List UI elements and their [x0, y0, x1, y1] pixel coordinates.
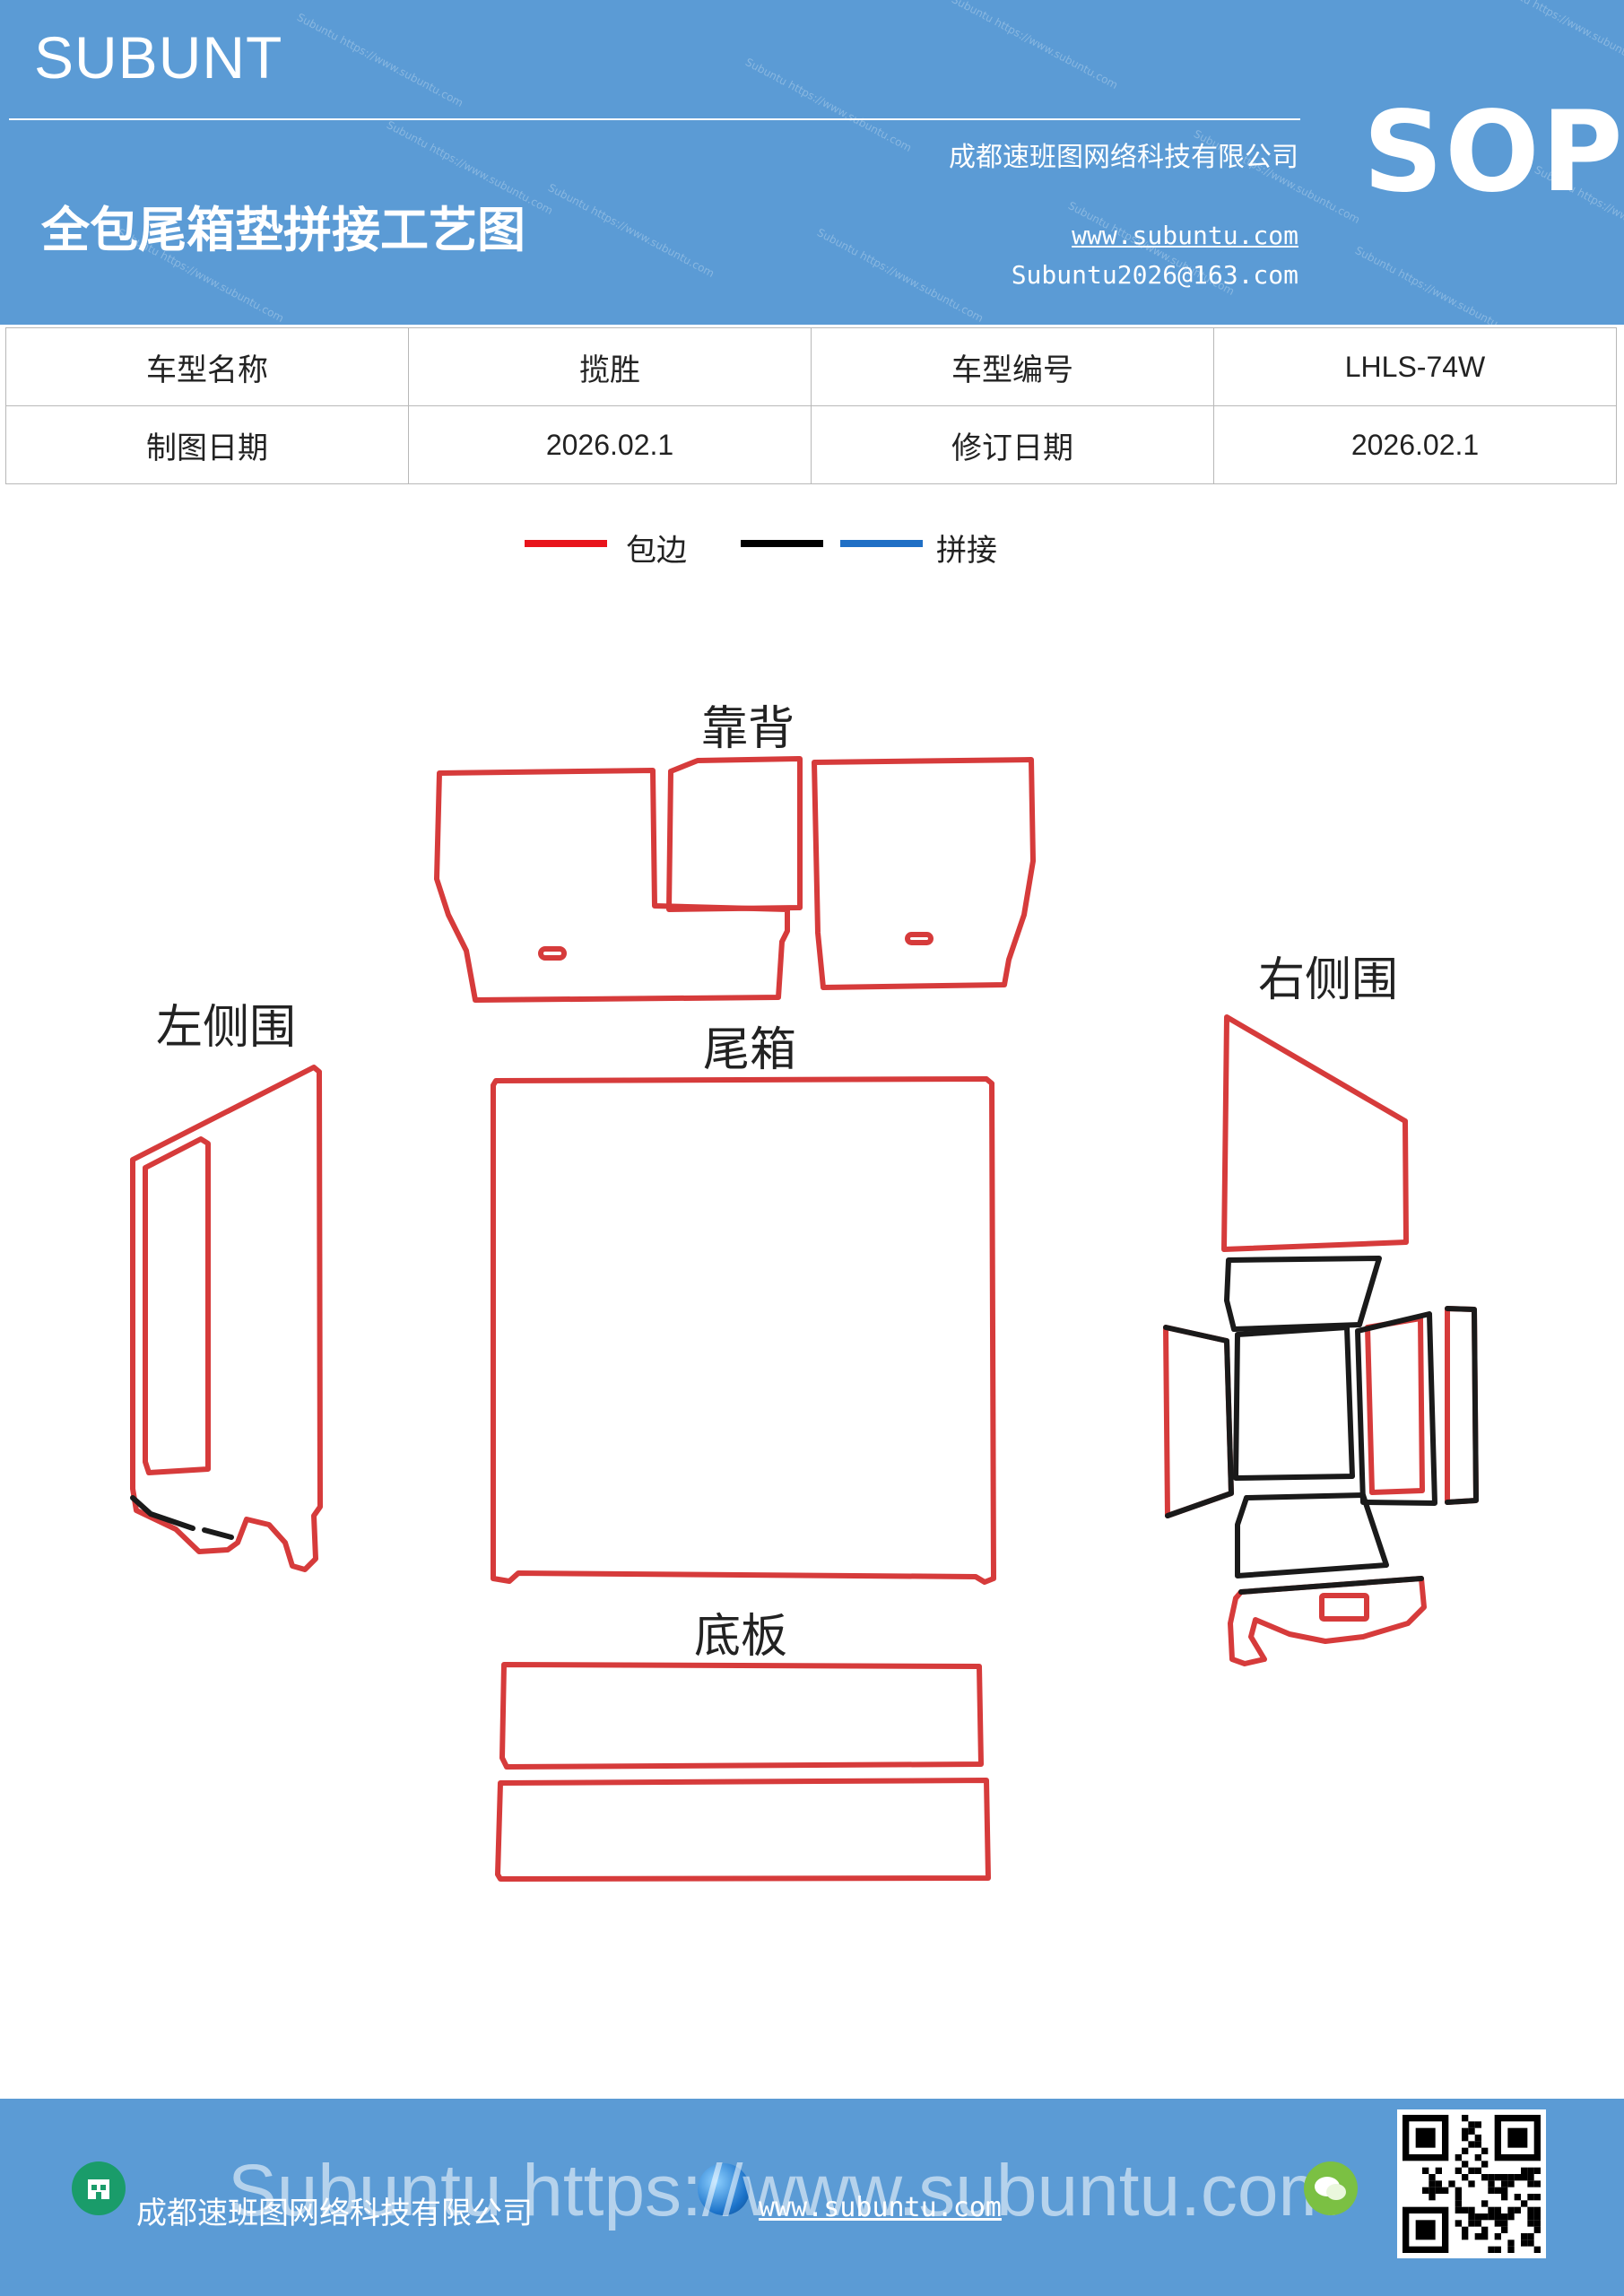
floor-panel-bottom — [495, 1778, 991, 1882]
floor-panel-top — [499, 1662, 984, 1770]
label-backrest: 靠背 — [701, 702, 795, 756]
legend-swatch-edge — [525, 540, 607, 547]
label-floor: 底板 — [694, 1610, 787, 1664]
footer-banner: 成都速班图网络科技有限公司 www.subuntu.com Subuntu ht… — [0, 2099, 1624, 2296]
table-cell: 车型编号 — [811, 327, 1214, 406]
footer-watermark-url: Subuntu https://www.subuntu.com — [228, 2150, 1340, 2231]
table-cell: LHLS-74W — [1213, 327, 1617, 406]
right-side-slot — [1319, 1593, 1369, 1622]
legend-label-seam: 拼接 — [936, 533, 997, 569]
legend-swatch-black — [741, 540, 823, 547]
backrest-right-panel — [812, 757, 1036, 990]
legend-swatch-seam — [840, 540, 923, 547]
table-cell: 车型名称 — [5, 327, 409, 406]
backrest-middle-panel — [666, 756, 803, 912]
backrest-left-panel — [434, 768, 790, 1003]
left-side-panel — [130, 1065, 323, 1572]
right-side-right-inner — [1365, 1316, 1425, 1495]
sop-badge: SOP — [1363, 88, 1624, 217]
line-legend: 包边 拼接 — [0, 526, 1624, 579]
document-title: 全包尾箱垫拼接工艺图 — [41, 201, 525, 258]
building-icon — [72, 2161, 126, 2215]
wechat-icon — [1304, 2161, 1358, 2215]
backrest-right-slot — [905, 932, 934, 945]
label-left-side: 左侧围 — [156, 1001, 296, 1055]
right-side-top-panel — [1221, 1014, 1409, 1252]
right-side-strip-seam — [1445, 1306, 1479, 1505]
table-cell: 制图日期 — [5, 405, 409, 484]
website-link[interactable]: www.subuntu.com — [1072, 221, 1298, 250]
left-side-inner-panel — [143, 1136, 211, 1475]
right-side-right-strip — [1445, 1306, 1479, 1505]
table-cell: 揽胜 — [408, 327, 812, 406]
footer-company: 成都速班图网络科技有限公司 — [136, 2196, 533, 2231]
trunk-panel — [491, 1076, 996, 1585]
backrest-notch-slot — [538, 946, 567, 961]
header-banner: SUBUNT 全包尾箱垫拼接工艺图 成都速班图网络科技有限公司 www.subu… — [0, 0, 1624, 325]
right-side-bottom-seam — [1238, 1576, 1424, 1595]
right-side-left-flap — [1163, 1325, 1234, 1518]
qr-code — [1397, 2109, 1546, 2258]
legend-label-edge: 包边 — [626, 533, 687, 569]
table-cell: 2026.02.1 — [408, 405, 812, 484]
left-side-seam-a — [130, 1495, 195, 1531]
vehicle-info-table: 车型名称 揽胜 车型编号 LHLS-74W 制图日期 2026.02.1 修订日… — [5, 327, 1617, 484]
header-divider — [9, 118, 1300, 120]
right-side-upper-trapezoid — [1224, 1256, 1382, 1332]
footer-watermark-text: Subuntu https://www.subuntu.com — [228, 2149, 1340, 2233]
company-name: 成都速班图网络科技有限公司 — [949, 142, 1298, 173]
right-side-right-flap — [1355, 1311, 1437, 1506]
table-row: 制图日期 2026.02.1 修订日期 2026.02.1 — [5, 405, 1617, 484]
table-row: 车型名称 揽胜 车型编号 LHLS-74W — [5, 327, 1617, 406]
right-side-bottom-panel — [1228, 1576, 1427, 1666]
right-side-center-panel — [1233, 1325, 1355, 1481]
table-cell: 2026.02.1 — [1213, 405, 1617, 484]
right-side-lower-trapezoid — [1235, 1492, 1389, 1578]
left-side-seam-b — [202, 1527, 234, 1540]
right-side-left-flap-seam — [1163, 1325, 1234, 1518]
email-address: Subuntu2026@163.com — [1011, 260, 1298, 290]
label-right-side: 右侧围 — [1258, 953, 1398, 1007]
brand-name: SUBUNT — [34, 24, 283, 91]
globe-icon — [698, 2163, 750, 2215]
footer-website-link[interactable]: www.subuntu.com — [759, 2192, 1002, 2223]
table-cell: 修订日期 — [811, 405, 1214, 484]
label-trunk: 尾箱 — [703, 1023, 796, 1077]
